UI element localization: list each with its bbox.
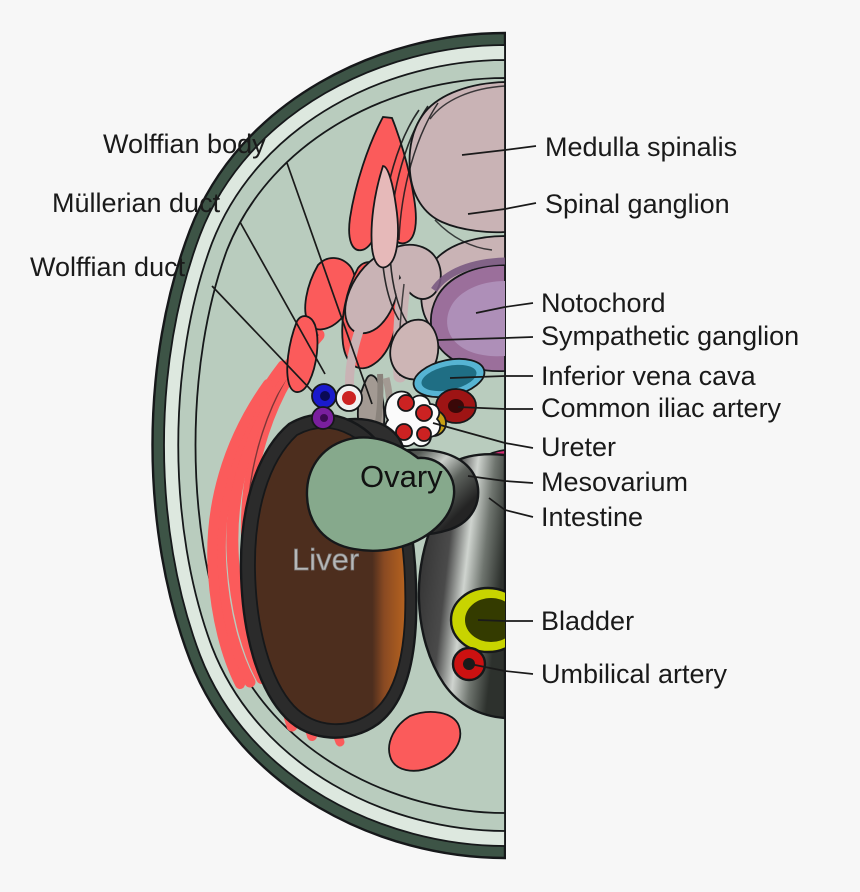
leader-lines-right [432,145,537,675]
label-wolffian-duct: Wolffian duct [30,252,186,282]
label-bladder: Bladder [541,606,634,636]
leader-line-sympathetic-ganglion [437,336,534,341]
inferior-vena-cava-lumen [421,364,477,392]
label-umbilical-artery: Umbilical artery [541,659,728,689]
leader-line-umbilical-artery [469,663,534,675]
label-notochord: Notochord [541,288,666,318]
medulla-spinalis [408,81,505,234]
sympathetic-ganglion [389,318,440,381]
leader-line-bladder [477,619,533,622]
duct-vessel-c [395,423,413,441]
leader-line-mullerian-duct [239,221,326,375]
label-intestine: Intestine [541,502,643,532]
organ-label-ovary: Ovary [360,459,443,494]
label-ureter: Ureter [541,432,616,462]
organ-label-liver: Liver [292,542,359,577]
common-iliac-artery-lumen [448,399,464,413]
umbilical-artery-group [451,646,487,682]
label-mullerian-duct: Müllerian duct [52,188,221,218]
label-sympathetic-ganglion: Sympathetic ganglion [541,321,799,351]
duct-vessel-a [397,394,415,412]
leader-line-spinal-ganglion [467,202,537,215]
leader-line-notochord [475,302,534,314]
label-inferior-vena-cava: Inferior vena cava [541,361,757,391]
duct-vessel-d [416,426,432,442]
leader-line-mesovarium [467,475,534,484]
leader-line-wolffian-body [286,162,373,405]
muscle-block-lower [388,711,462,772]
leader-line-inferior-vena-cava [449,375,533,379]
leader-line-medulla-spinalis [461,145,537,156]
notochord-inner [447,281,505,357]
leader-line-common-iliac-artery [457,406,533,410]
label-mesovarium: Mesovarium [541,467,688,497]
umbilical-artery-lumen [463,658,475,670]
duct-dots-group [311,383,337,430]
sympathetic-ganglion-group [389,318,440,381]
midline-cut-mask [506,0,860,892]
leader-lines-left [211,162,373,405]
ovary-group [305,436,456,552]
duct-cluster-group [335,384,442,448]
common-iliac-artery-group [435,388,477,424]
duct-vessel-b [415,404,433,422]
wolffian-duct-lumen [320,391,330,401]
label-wolffian-body: Wolffian body [103,129,266,159]
label-common-iliac-artery: Common iliac artery [541,393,782,423]
leader-line-intestine [488,497,534,518]
neural-canal-light [370,165,399,269]
mullerian-duct-lumen [320,414,328,422]
leader-line-ureter [432,422,534,449]
duct-capsule-small-lumen [342,391,356,405]
ovary [305,436,456,552]
leader-line-wolffian-duct [211,285,314,393]
label-medulla-spinalis: Medulla spinalis [545,132,737,162]
label-spinal-ganglion: Spinal ganglion [545,189,730,219]
